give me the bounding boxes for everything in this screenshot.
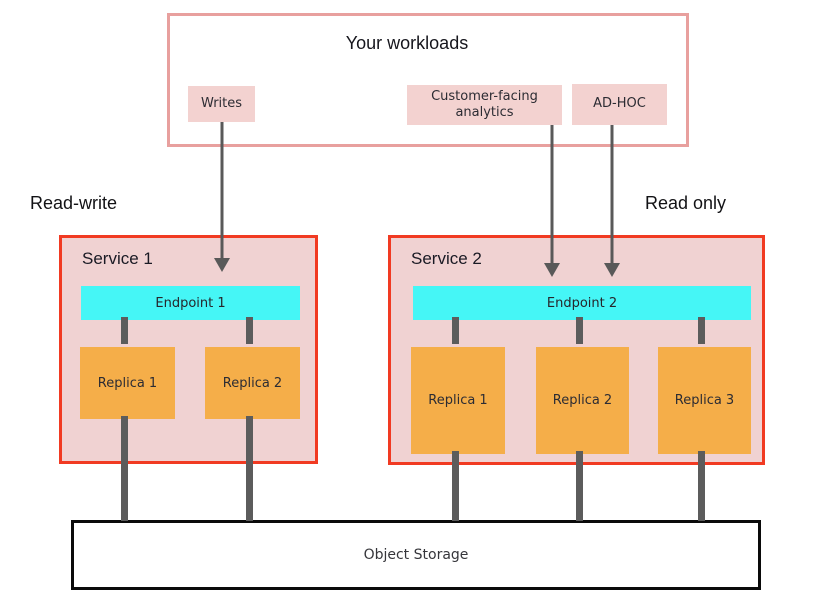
endpoint-1: Endpoint 1 bbox=[81, 286, 300, 320]
arrow-head-icon bbox=[604, 263, 620, 277]
arrow-shaft bbox=[550, 125, 554, 266]
arrow-writes-to-endpoint1 bbox=[214, 122, 230, 272]
arrow-analytics-to-endpoint2 bbox=[544, 125, 560, 277]
service-2-replica-1: Replica 1 bbox=[411, 347, 505, 454]
read-only-label: Read only bbox=[645, 193, 727, 213]
connector-s2-replica3-storage bbox=[698, 451, 705, 521]
connector-s2-replica2-storage bbox=[576, 451, 583, 521]
connector-s2-replica1-storage bbox=[452, 451, 459, 521]
service-1-title: Service 1 bbox=[82, 249, 153, 268]
connector-endpoint1-replica2 bbox=[246, 317, 253, 344]
service-1-replica-2: Replica 2 bbox=[205, 347, 300, 419]
service-2-box: Service 2 Endpoint 2 Replica 1 Replica 2… bbox=[388, 235, 765, 465]
service-2-replica-3: Replica 3 bbox=[658, 347, 751, 454]
workload-ad-hoc: AD-HOC bbox=[572, 84, 667, 125]
arrow-adhoc-to-endpoint2 bbox=[604, 125, 620, 277]
service-2-replica-2: Replica 2 bbox=[536, 347, 629, 454]
arrow-head-icon bbox=[214, 258, 230, 272]
read-write-label: Read-write bbox=[30, 193, 118, 213]
service-1-box: Service 1 Endpoint 1 Replica 1 Replica 2 bbox=[59, 235, 318, 464]
arrow-shaft bbox=[610, 125, 614, 266]
connector-endpoint1-replica1 bbox=[121, 317, 128, 344]
workload-customer-facing-analytics: Customer-facing analytics bbox=[407, 85, 562, 125]
arrow-head-icon bbox=[544, 263, 560, 277]
workload-writes: Writes bbox=[188, 86, 255, 122]
service-1-replica-1: Replica 1 bbox=[80, 347, 175, 419]
workloads-title: Your workloads bbox=[345, 33, 469, 53]
service-2-title: Service 2 bbox=[411, 249, 482, 268]
connector-endpoint2-replica2 bbox=[576, 317, 583, 344]
endpoint-2: Endpoint 2 bbox=[413, 286, 751, 320]
connector-endpoint2-replica1 bbox=[452, 317, 459, 344]
arrow-shaft bbox=[220, 122, 224, 261]
object-storage-box: Object Storage bbox=[71, 520, 761, 590]
connector-endpoint2-replica3 bbox=[698, 317, 705, 344]
connector-s1-replica2-storage bbox=[246, 416, 253, 521]
connector-s1-replica1-storage bbox=[121, 416, 128, 521]
